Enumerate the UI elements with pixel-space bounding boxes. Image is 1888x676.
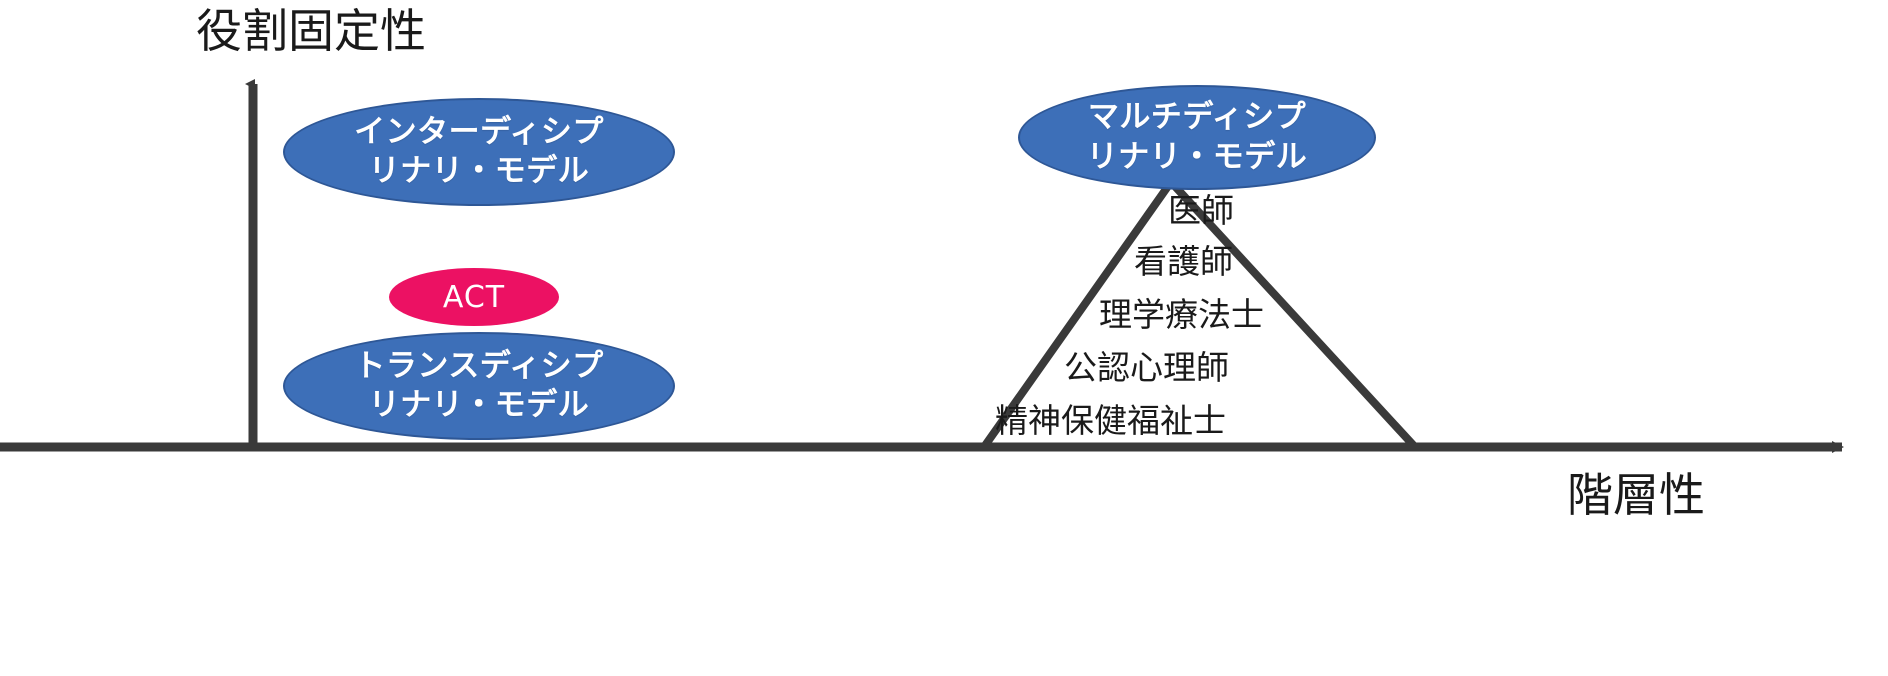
node-multidisciplinary-model[interactable]: マルチディシプ リナリ・モデル <box>1018 85 1376 190</box>
profession-label-certified-psychologist: 公認心理師 <box>1064 348 1229 387</box>
node-transdisciplinary-line2: リナリ・モデル <box>368 387 590 423</box>
node-interdisciplinary-line1: インターディシプ <box>354 113 604 150</box>
node-transdisciplinary-model[interactable]: トランスディシプ リナリ・モデル <box>283 332 675 440</box>
node-multidisciplinary-line2: リナリ・モデル <box>1086 138 1308 175</box>
node-act[interactable]: ACT <box>389 268 559 326</box>
node-act-label: ACT <box>442 279 506 315</box>
node-transdisciplinary-line1: トランスディシプ <box>354 347 604 384</box>
profession-label-nurse: 看護師 <box>1134 242 1233 281</box>
x-axis-label: 階層性 <box>1567 468 1705 522</box>
hierarchy-triangle <box>976 179 1425 451</box>
profession-label-physical-therapist: 理学療法士 <box>1099 295 1264 334</box>
node-multidisciplinary-line1: マルチディシプ <box>1087 99 1307 136</box>
profession-label-doctor: 医師 <box>1168 191 1234 230</box>
node-interdisciplinary-line2: リナリ・モデル <box>368 153 590 189</box>
y-axis-label: 役割固定性 <box>196 4 426 58</box>
node-interdisciplinary-model[interactable]: インターディシプ リナリ・モデル <box>283 98 675 206</box>
profession-label-psychiatric-social-worker: 精神保健福祉士 <box>995 401 1226 440</box>
